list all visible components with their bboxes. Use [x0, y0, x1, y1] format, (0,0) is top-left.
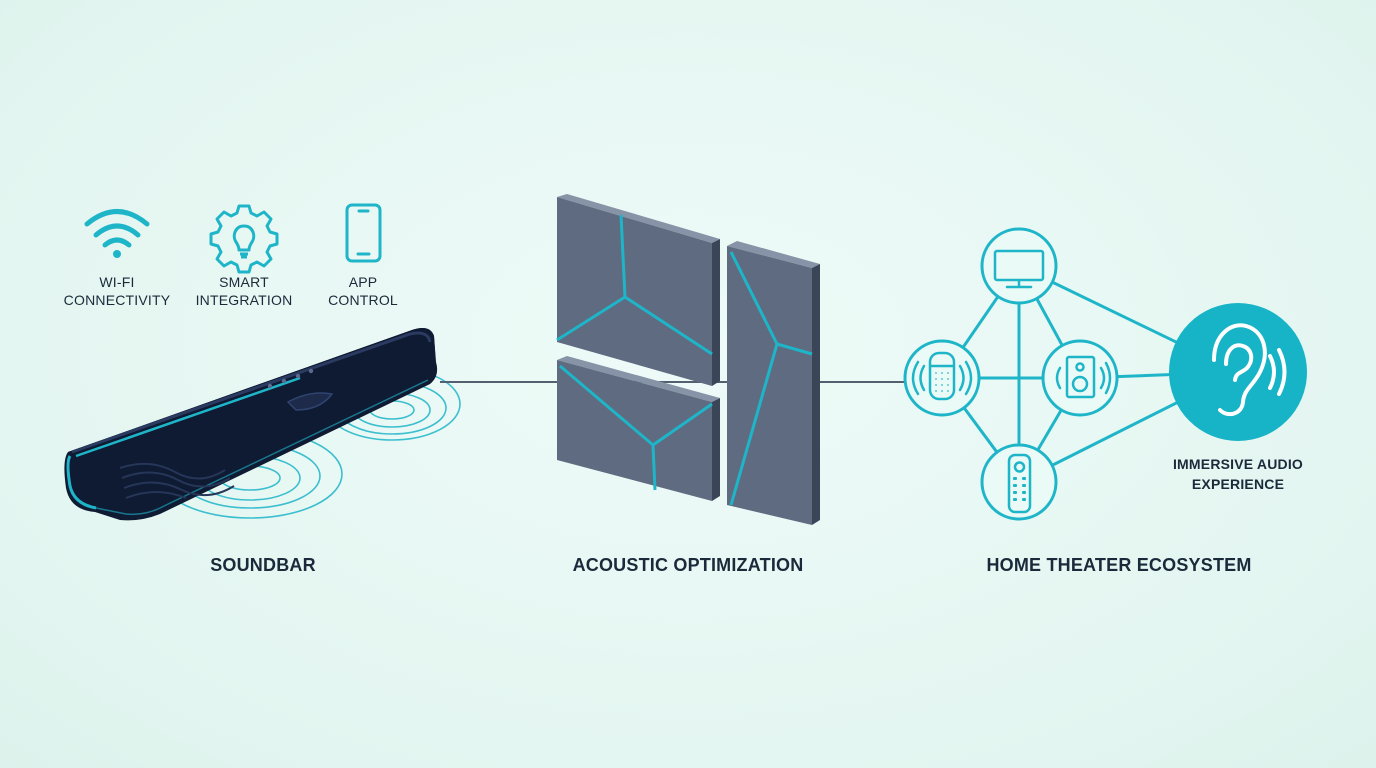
soundbar-device: [64, 328, 438, 521]
immersive-audio-node: [1169, 303, 1307, 441]
ear-icon: [1212, 323, 1287, 417]
feature-app-line2: CONTROL: [328, 292, 398, 308]
feature-wifi-line1: WI-FI: [99, 274, 135, 290]
wifi-icon: [84, 209, 150, 258]
section-label-soundbar: SOUNDBAR: [210, 555, 316, 575]
acoustic-panels: [556, 194, 820, 525]
gear-bulb-icon: [209, 204, 279, 274]
speaker-icon: [1055, 355, 1112, 399]
immersive-line1: IMMERSIVE AUDIO: [1172, 456, 1304, 472]
tv-icon: [993, 249, 1045, 289]
section-label-ecosystem: HOME THEATER ECOSYSTEM: [986, 555, 1252, 575]
feature-smart-line1: SMART: [219, 274, 269, 290]
feature-app-line1: APP: [348, 274, 378, 290]
smartphone-icon: [345, 203, 382, 263]
acoustic-panel: [556, 194, 720, 386]
acoustic-panel: [557, 356, 720, 501]
remote-icon: [1007, 453, 1032, 514]
feature-smart-line2: INTEGRATION: [195, 292, 293, 308]
smart-speaker-node: [903, 339, 981, 417]
feature-label-smart: SMART INTEGRATION: [174, 273, 314, 309]
feature-label-wifi: WI-FI CONNECTIVITY: [47, 273, 187, 309]
tv-node: [980, 227, 1058, 305]
acoustic-panel: [727, 241, 820, 525]
remote-node: [980, 443, 1058, 521]
feature-wifi-line2: CONNECTIVITY: [63, 292, 171, 308]
immersive-line2: EXPERIENCE: [1191, 476, 1285, 492]
section-label-acoustic: ACOUSTIC OPTIMIZATION: [572, 555, 804, 575]
immersive-audio-label: IMMERSIVE AUDIO EXPERIENCE: [1148, 454, 1328, 494]
feature-label-app: APP CONTROL: [293, 273, 433, 309]
smart-speaker-icon: [911, 351, 973, 401]
speaker-node: [1041, 339, 1119, 417]
